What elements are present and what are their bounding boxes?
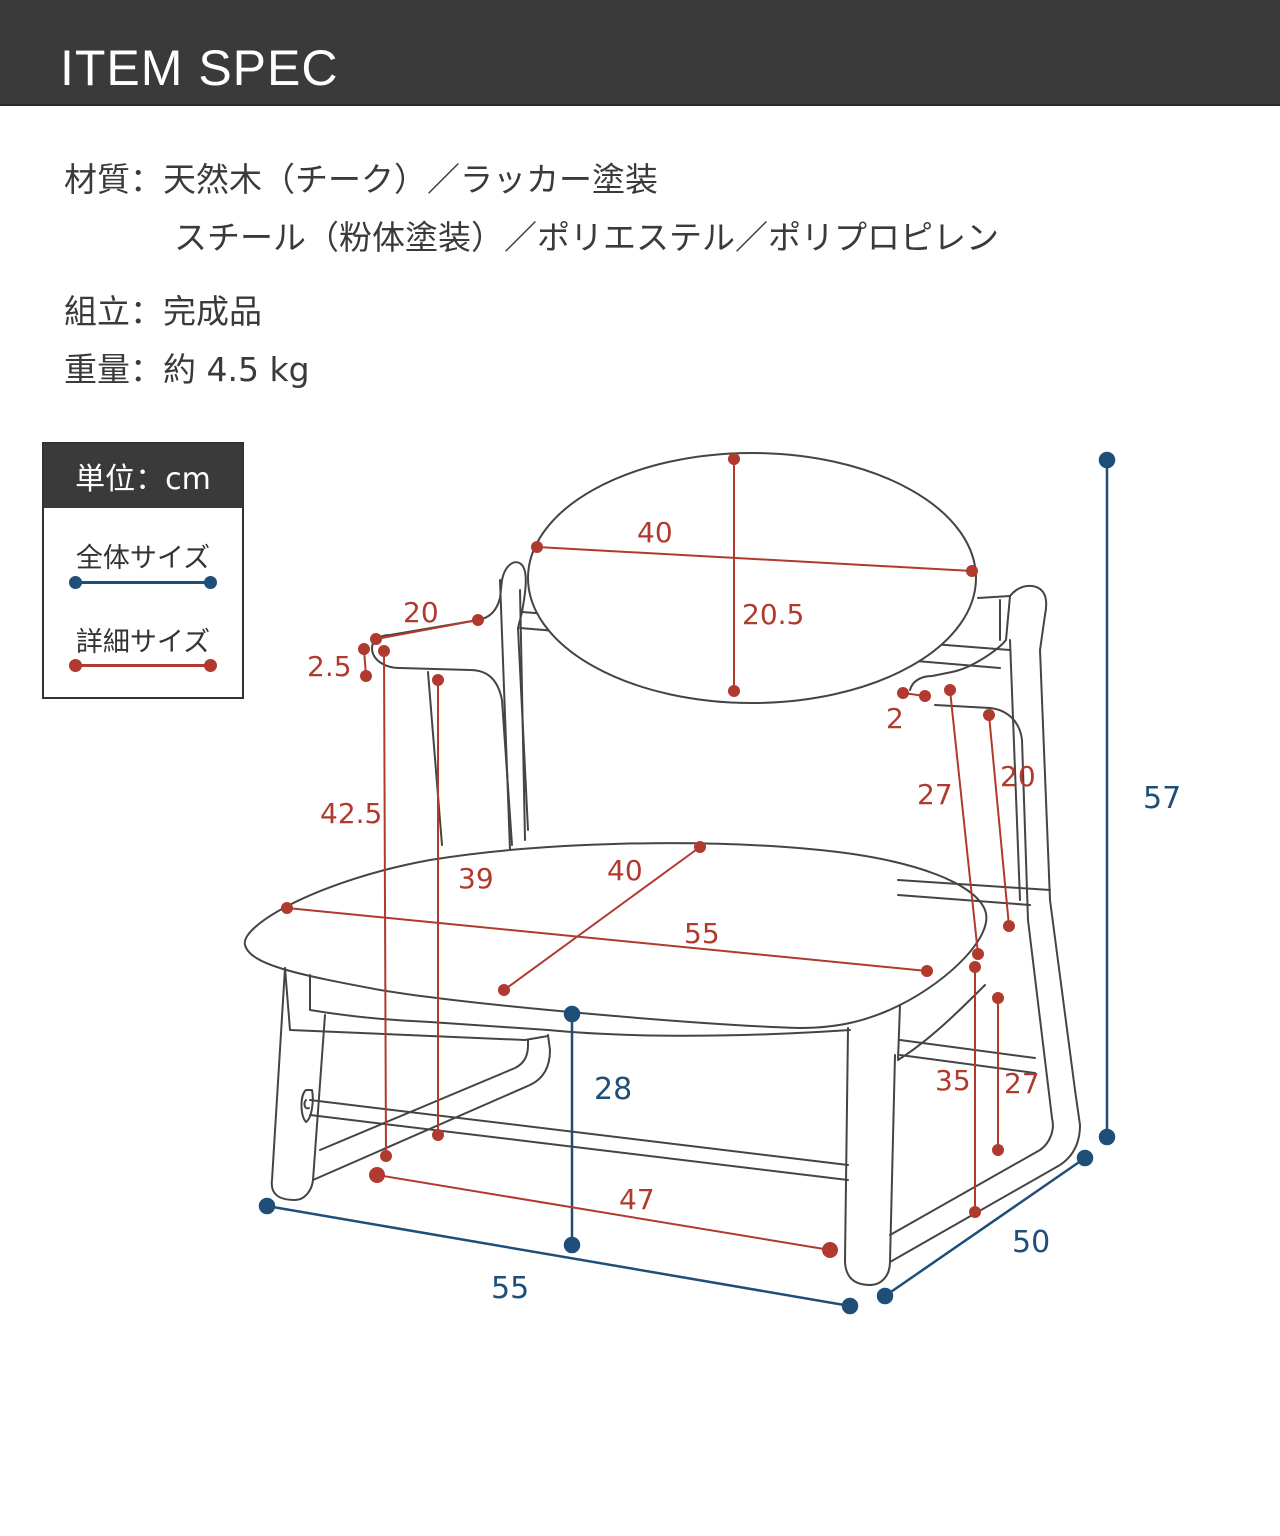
spec-material: 材質：天然木（チーク）／ラッカー塗装 [64,160,658,200]
unit-legend: 単位：cm 全体サイズ 詳細サイズ [42,442,244,699]
spec-assembly: 組立：完成品 [64,292,262,332]
left-armrest [371,561,529,831]
label-backrest-height: 20.5 [742,598,804,631]
label-arm-support-back: 20 [1000,760,1036,793]
left-arm-front [371,647,513,846]
right-rear-post [999,599,1021,901]
label-arm-gap: 2 [886,702,904,735]
front-right-leg [844,1027,896,1286]
label-seat-width: 55 [684,917,720,950]
right-runner [889,899,1081,1263]
label-armrest-height: 42.5 [320,797,382,830]
right-armrest [977,584,1051,901]
seat-depth-line [503,846,701,991]
label-seat-depth: 40 [607,854,643,887]
right-arm-front [909,595,1011,691]
label-arm-support-front: 27 [917,778,953,811]
header-bar: ITEM SPEC [0,0,1280,106]
backrest-cushion [527,452,977,704]
label-inner-height: 39 [458,862,494,895]
weight-label: 重量： [64,350,163,389]
label-base-depth: 47 [619,1183,655,1216]
material-value-2: スチール（粉体塗装）／ポリエステル／ポリプロピレン [174,218,999,257]
label-overall-width: 55 [491,1271,529,1306]
label-front-leg-height: 35 [935,1064,971,1097]
page-title: ITEM SPEC [60,40,339,96]
detail-dimensions [281,453,1015,1258]
cross-stretcher [309,1039,1036,1181]
armrest-length-line [375,619,479,640]
unit-label: 単位：cm [44,444,242,508]
seat-width-line [286,907,928,972]
assembly-label: 組立： [64,292,163,331]
overall-depth-line [884,1156,1086,1298]
label-backrest-width: 40 [637,516,673,549]
material-value-1: 天然木（チーク）／ラッカー塗装 [163,160,658,199]
overall-width-line [266,1204,851,1308]
legend-overall-label: 全体サイズ [75,543,211,574]
material-label: 材質： [64,160,163,199]
left-runner [312,1034,551,1181]
label-rear-leg-height: 27 [1004,1067,1040,1100]
weight-value: 約 4.5 kg [163,350,310,389]
spec-weight: 重量：約 4.5 kg [64,350,310,390]
legend-detail-line [69,659,217,672]
arm-support-front-line [949,689,979,955]
armrest-height-line [383,650,387,1157]
legend-overall-line [69,576,217,589]
legend-detail-label: 詳細サイズ [75,627,211,658]
assembly-value: 完成品 [163,292,262,331]
chair-drawing [243,452,1081,1286]
label-armrest-thickness: 2.5 [307,650,352,683]
dimension-labels: 40 20.5 20 2.5 42.5 39 40 55 2 27 20 35 … [307,516,1181,1306]
arm-support-back-line [988,714,1010,927]
label-seat-height: 28 [594,1072,632,1107]
label-armrest-length: 20 [403,596,439,629]
base-depth-line [376,1174,831,1251]
label-overall-depth: 50 [1012,1225,1050,1260]
backrest-width-line [536,546,973,572]
label-overall-height: 57 [1143,781,1181,816]
left-arm-inner [427,671,443,846]
front-left-leg [270,967,326,1201]
side-rail-right [897,879,1051,906]
lever [300,1089,314,1123]
